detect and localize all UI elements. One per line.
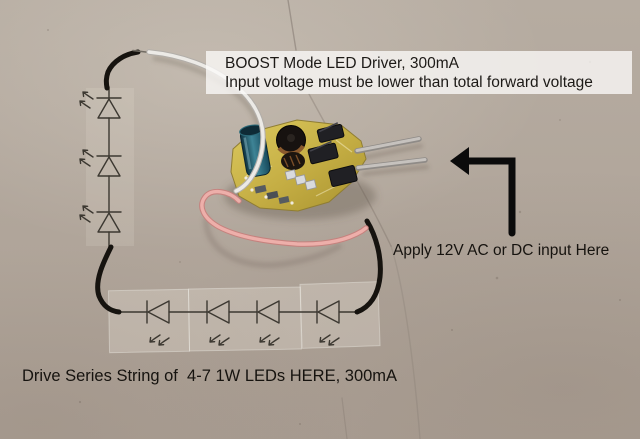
output-label: Drive Series String of 4-7 1W LEDs HERE,… — [22, 367, 398, 385]
input-label: Apply 12V AC or DC input Here — [393, 242, 610, 259]
tape-strip — [107, 288, 191, 354]
solder-pads — [284, 169, 317, 191]
pink-wire-shadow — [202, 217, 343, 269]
marker-connectors — [95, 49, 383, 315]
tape-strip — [187, 286, 303, 352]
callout-line-1: BOOST Mode LED Driver, 300mA — [225, 55, 460, 72]
input-pins — [354, 136, 428, 171]
input-arrow — [450, 147, 516, 237]
marker-curve-top-left — [103, 49, 141, 91]
smd-highlights — [309, 122, 339, 152]
small-smd-chips — [244, 176, 294, 205]
callout-line-2: Input voltage must be lower than total f… — [225, 74, 593, 91]
tape-strip-left — [86, 88, 134, 246]
marker-curve-bottom-right — [354, 218, 383, 315]
callout-box: BOOST Mode LED Driver, 300mA Input volta… — [206, 51, 632, 94]
white-wire — [132, 49, 266, 194]
cardboard-speckles — [47, 29, 621, 425]
tape-strip — [299, 281, 381, 349]
pink-wire — [199, 188, 369, 247]
toroidal-inductor — [276, 125, 306, 170]
pin-shadows — [360, 144, 429, 176]
led-string-schematic — [80, 86, 362, 345]
marker-curve-bottom-left — [95, 244, 122, 315]
input-arrow-head — [450, 147, 469, 175]
